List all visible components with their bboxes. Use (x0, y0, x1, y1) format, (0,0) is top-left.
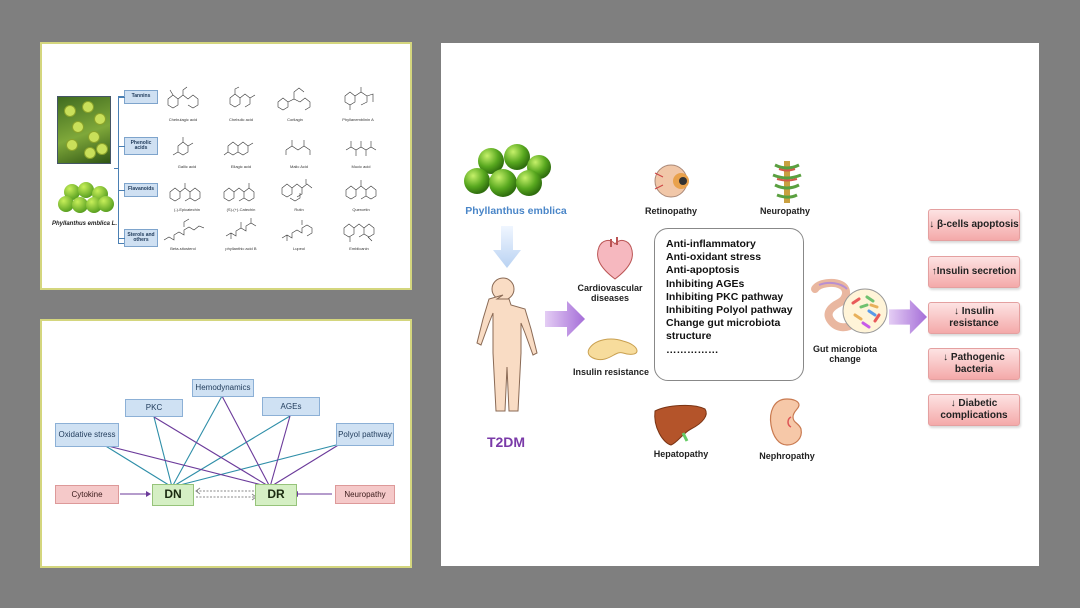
retinopathy-label: Retinopathy (644, 206, 697, 216)
edge-line (171, 415, 291, 488)
compound-name: Beta-sitosterol (170, 246, 196, 251)
compound-name: (S)-(+)-Catechin (226, 207, 256, 212)
mechanism-panel: Phyllanthus emblica T2DM Cardiovascular … (441, 43, 1039, 566)
edge-line (171, 395, 223, 488)
edge-line (269, 443, 341, 488)
edge-line (103, 444, 173, 488)
chemical-structure-icon (344, 87, 374, 110)
gut-microbiota-icon (811, 278, 888, 334)
phytochemical-panel: Phyllanthus emblica L. Tannins Phenolic … (40, 42, 412, 290)
plant-branch-photo (57, 96, 111, 164)
liver-icon (654, 404, 707, 446)
chemical-structure-icon (345, 141, 377, 156)
chemical-structure-icon (223, 141, 254, 156)
compound-name: Malic Acid (289, 164, 308, 169)
category-flavanoids: Flavanoids (119, 183, 158, 197)
category-bracket (118, 96, 124, 244)
mechanism-item: Inhibiting AGEs (666, 277, 745, 290)
outcome-insulin-secretion: ↑Insulin secretion (928, 256, 1020, 288)
right-arrow-icon (889, 299, 927, 335)
amla-fruits-icon (464, 144, 551, 197)
mechanism-item: Inhibiting PKC pathway (666, 290, 784, 303)
outcome-diabetic-complications: ↓ Diabetic complications (928, 394, 1020, 426)
compound-name: Emblicanin (349, 246, 369, 251)
human-body-icon (476, 277, 538, 412)
edge-line (153, 416, 173, 488)
node-ages: AGEs (262, 397, 320, 416)
compound-name: Chebulagic acid (168, 117, 198, 122)
chemical-structure-icon (285, 140, 311, 155)
edge-line (269, 415, 291, 488)
compound-name: Chebulic acid (228, 117, 253, 122)
chemical-structure-icon (225, 218, 257, 239)
chemical-structure-icon (163, 218, 204, 241)
chemical-structure-icon (172, 137, 194, 156)
network-panel: Oxidative stress PKC Hemodynamics AGEs P… (40, 319, 412, 568)
outcome-insulin-resistance: ↓ Insulin resistance (928, 302, 1020, 334)
heart-icon (597, 237, 633, 280)
chemical-structure-icon (277, 87, 311, 111)
mechanism-item: Anti-apoptosis (666, 264, 740, 277)
edge-line (171, 443, 341, 488)
amla-fruits-illustration (56, 182, 114, 216)
chemical-structure-icon (229, 86, 256, 108)
edge-line (221, 395, 271, 488)
mechanism-item: …………… (666, 343, 719, 356)
edge-line (153, 416, 271, 488)
kidney-icon (769, 398, 802, 446)
insulin-resistance-label: Insulin resistance (572, 367, 650, 377)
chemical-structure-icon (223, 183, 255, 202)
node-dr: DR (255, 484, 297, 506)
node-dn: DN (152, 484, 194, 506)
compound-name: Ellagic acid (230, 164, 252, 169)
compound-name: phyllanthic acid B (225, 246, 257, 251)
species-label: Phyllanthus emblica L. (52, 221, 118, 227)
node-cytokine: Cytokine (55, 485, 119, 504)
down-arrow-icon (493, 226, 521, 268)
outcome-pathogenic-bacteria: ↓ Pathogenic bacteria (928, 348, 1020, 380)
chemical-structure-icon (281, 179, 313, 202)
mechanism-item: Anti-oxidant stress (666, 251, 762, 264)
right-arrow-icon (545, 301, 585, 337)
mechanism-item: Inhibiting Polyol pathway (666, 304, 793, 317)
node-polyol-pathway: Polyol pathway (336, 423, 394, 446)
chemical-structure-icon (169, 183, 201, 202)
node-neuropathy: Neuropathy (335, 485, 395, 504)
eye-icon (654, 164, 689, 198)
chemical-structure-icon (343, 223, 375, 242)
plant-label: Phyllanthus emblica (465, 205, 567, 217)
nerve-icon (772, 161, 802, 203)
edge-line (103, 444, 271, 488)
node-oxidative-stress: Oxidative stress (55, 423, 119, 447)
compound-name: Phyllanemblinin A (342, 117, 374, 122)
chemical-structure-icon (167, 86, 199, 109)
compound-name: Rutin (294, 207, 304, 212)
mechanism-item: Anti-inflammatory (666, 238, 756, 250)
pancreas-icon (587, 338, 638, 360)
hepatopathy-label: Hepatopathy (653, 449, 709, 459)
node-hemodynamics: Hemodynamics (192, 379, 254, 397)
neuropathy-label: Neuropathy (759, 206, 810, 216)
gut-microbiota-label: Gut microbiota change (812, 344, 877, 365)
compound-name: Lupeol (292, 246, 305, 251)
compound-name: (-)-Epicatechin (173, 207, 200, 212)
compound-name: Mucic acid (351, 164, 371, 169)
cardiovascular-label: Cardiovascular diseases (577, 283, 643, 304)
outcome-beta-cells: ↓ β-cells apoptosis (928, 209, 1020, 241)
chemical-structure-icon (281, 220, 313, 241)
compound-name: Quercetin (352, 207, 370, 212)
disease-label: T2DM (486, 434, 526, 450)
mechanism-item: Change gut microbiota structure (666, 317, 781, 343)
category-sterols: Sterols and others (119, 229, 158, 247)
compound-name: Corilagin (287, 117, 303, 122)
mechanism-list: Anti-inflammatory Anti-oxidant stress An… (654, 228, 804, 381)
chemical-structure-icon (345, 180, 377, 200)
category-tannins: Tannins (119, 90, 158, 104)
node-pkc: PKC (125, 399, 183, 417)
category-phenolic-acids: Phenolic acids (119, 137, 158, 155)
compound-name: Gallic acid (177, 164, 197, 169)
nephropathy-label: Nephropathy (759, 451, 815, 461)
